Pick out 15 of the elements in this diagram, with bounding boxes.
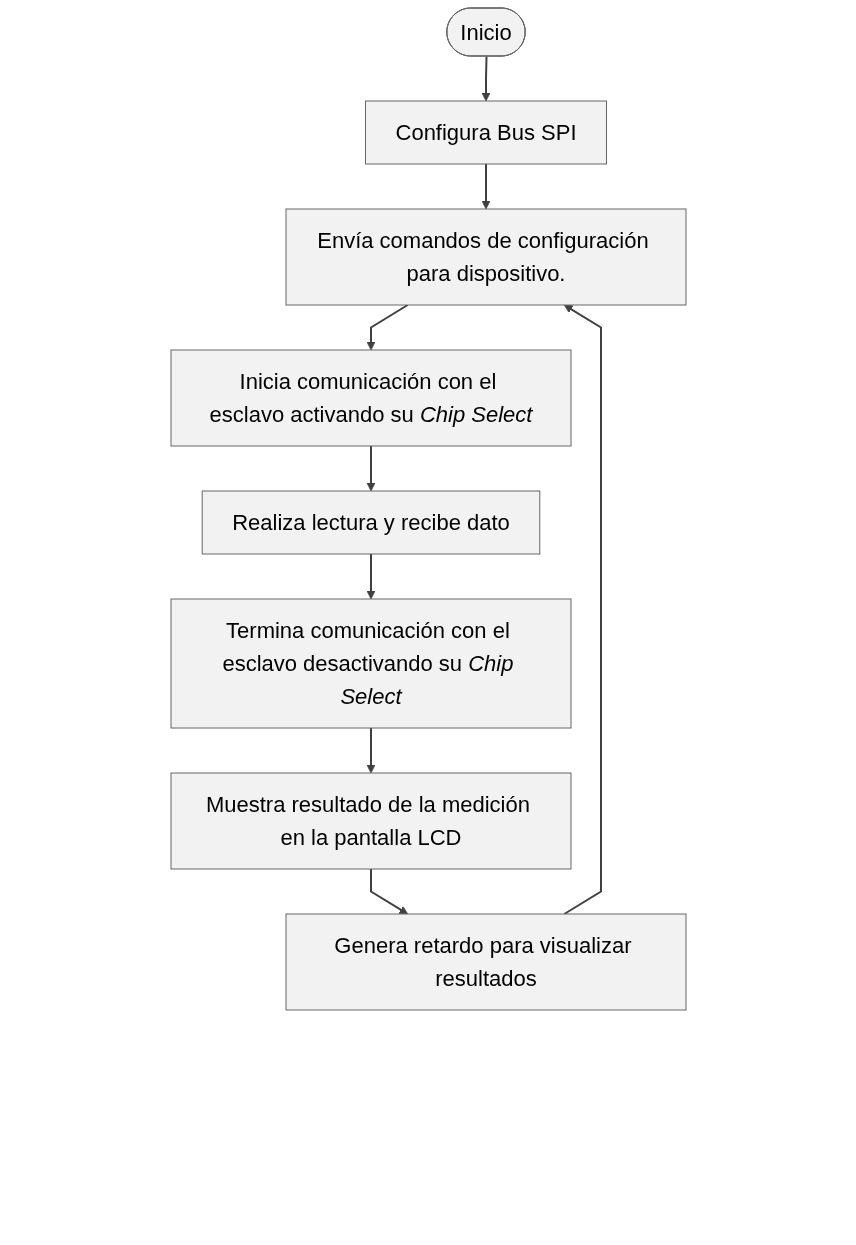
arrow [366,727,375,774]
arrow [366,553,375,600]
arrow [366,304,409,351]
arrow [481,55,490,102]
node-box: Realiza lectura y recibe dato [201,490,540,555]
node-box: Configura Bus SPI [364,100,607,165]
node-box: Muestra resultado de la medición en la pantalla LCD [170,772,571,870]
arrow [369,868,408,915]
arrow [481,163,490,210]
node-box: Genera retardo para visualizar resultados [285,913,686,1011]
node-box: Termina comunicación con el esclavo desactivando su Chip Select [170,598,571,729]
node-box: Inicia comunicación con el esclavo activando su Chip Select [170,349,571,447]
arrow [366,445,375,492]
node-box: Envía comandos de configuración para dispositivo. [285,208,686,306]
arrow [562,304,602,915]
